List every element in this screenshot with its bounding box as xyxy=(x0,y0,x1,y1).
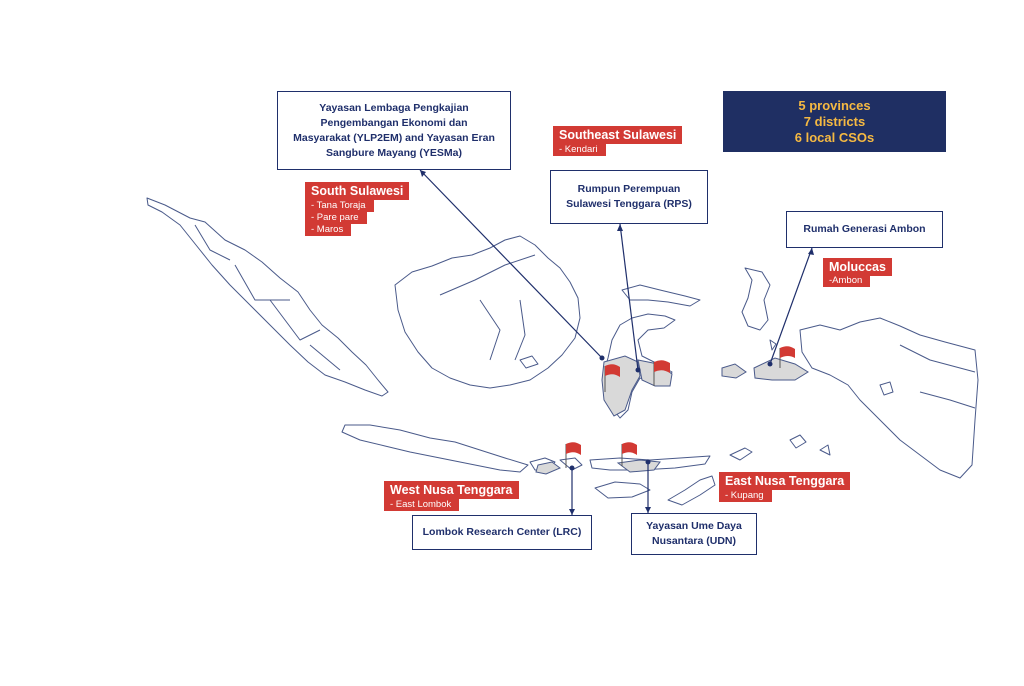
district-label: -Ambon xyxy=(823,275,871,287)
sumbawa-flores-islands xyxy=(589,455,711,471)
sulawesi-north-arm xyxy=(621,284,701,307)
flag-icon xyxy=(779,346,795,368)
flag-icon xyxy=(621,442,637,466)
arrow-head-icon xyxy=(645,507,651,513)
org-line: Lombok Research Center (LRC) xyxy=(422,526,582,538)
small-islands xyxy=(519,339,894,461)
connector-rga xyxy=(769,247,813,365)
org-line: Yayasan Ume Daya xyxy=(646,520,742,532)
arrow-head-icon xyxy=(617,224,623,231)
location-dot-icon xyxy=(767,361,773,367)
connector-ylp2em xyxy=(419,169,603,359)
java-island xyxy=(341,424,529,473)
flag-icon xyxy=(565,442,581,468)
org-box-rga: Rumah Generasi Ambon xyxy=(786,211,943,248)
district-label: - Pare pare xyxy=(305,212,367,224)
org-line: Sangbure Mayang (YESMa) xyxy=(326,146,462,159)
org-line: Rumah Generasi Ambon xyxy=(803,223,926,235)
sumatra-island xyxy=(146,197,389,397)
province-label-west-nusa-tenggara: West Nusa Tenggara xyxy=(384,481,519,499)
org-line: Masyarakat (YLP2EM) and Yayasan Eran xyxy=(293,131,495,144)
flag-icon xyxy=(653,360,670,386)
district-label: - Maros xyxy=(305,224,352,236)
summary-provinces: 5 provinces xyxy=(798,97,871,113)
location-dot-icon xyxy=(569,465,575,471)
papua-island xyxy=(799,317,979,479)
location-dot-icon xyxy=(599,355,605,361)
borneo-island xyxy=(394,235,581,389)
org-box-rps: Rumpun Perempuan Sulawesi Tenggara (RPS) xyxy=(550,170,708,224)
summary-box: 5 provinces 7 districts 6 local CSOs xyxy=(723,91,946,152)
province-label-south-sulawesi: South Sulawesi xyxy=(305,182,410,200)
org-line: Pengembangan Ekonomi dan xyxy=(320,116,468,129)
flags xyxy=(565,346,795,468)
org-box-udn: Yayasan Ume Daya Nusantara (UDN) xyxy=(631,513,757,555)
province-label-moluccas: Moluccas xyxy=(823,258,892,276)
district-label: - Kendari xyxy=(553,144,606,156)
org-line: Nusantara (UDN) xyxy=(651,535,736,547)
timor-island xyxy=(667,475,716,506)
location-dot-icon xyxy=(635,367,641,373)
sumba-island xyxy=(594,481,651,499)
papua-internal-borders xyxy=(899,344,976,409)
arrow-head-icon xyxy=(420,170,426,177)
org-box-ylp2em: Yayasan Lembaga Pengkajian Pengembangan … xyxy=(277,91,511,170)
sumatra-internal-borders xyxy=(194,224,341,371)
org-line: Sulawesi Tenggara (RPS) xyxy=(566,198,692,210)
summary-districts: 7 districts xyxy=(803,113,866,129)
district-label: - East Lombok xyxy=(384,499,460,511)
lombok-region xyxy=(535,461,561,475)
org-box-lrc: Lombok Research Center (LRC) xyxy=(412,515,592,550)
org-line: Rumpun Perempuan xyxy=(577,183,681,195)
connector-rps xyxy=(619,223,639,371)
highlighted-regions xyxy=(535,355,809,475)
district-label: - Kupang xyxy=(719,490,772,502)
location-markers xyxy=(420,170,814,515)
org-line: Yayasan Lembaga Pengkajian xyxy=(319,101,469,114)
flag-icon xyxy=(604,364,620,392)
connector-lines xyxy=(419,169,813,515)
halmahera-island xyxy=(741,267,771,331)
summary-csos: 6 local CSOs xyxy=(794,129,875,145)
arrow-head-icon xyxy=(569,509,575,515)
borneo-internal-borders xyxy=(439,254,536,361)
arrow-head-icon xyxy=(808,248,814,255)
seram-west-region xyxy=(721,363,747,379)
location-dot-icon xyxy=(645,459,651,465)
district-label: - Tana Toraja xyxy=(305,200,374,212)
province-label-southeast-sulawesi: Southeast Sulawesi xyxy=(553,126,683,144)
province-label-east-nusa-tenggara: East Nusa Tenggara xyxy=(719,472,851,490)
ambon-region xyxy=(753,357,809,381)
